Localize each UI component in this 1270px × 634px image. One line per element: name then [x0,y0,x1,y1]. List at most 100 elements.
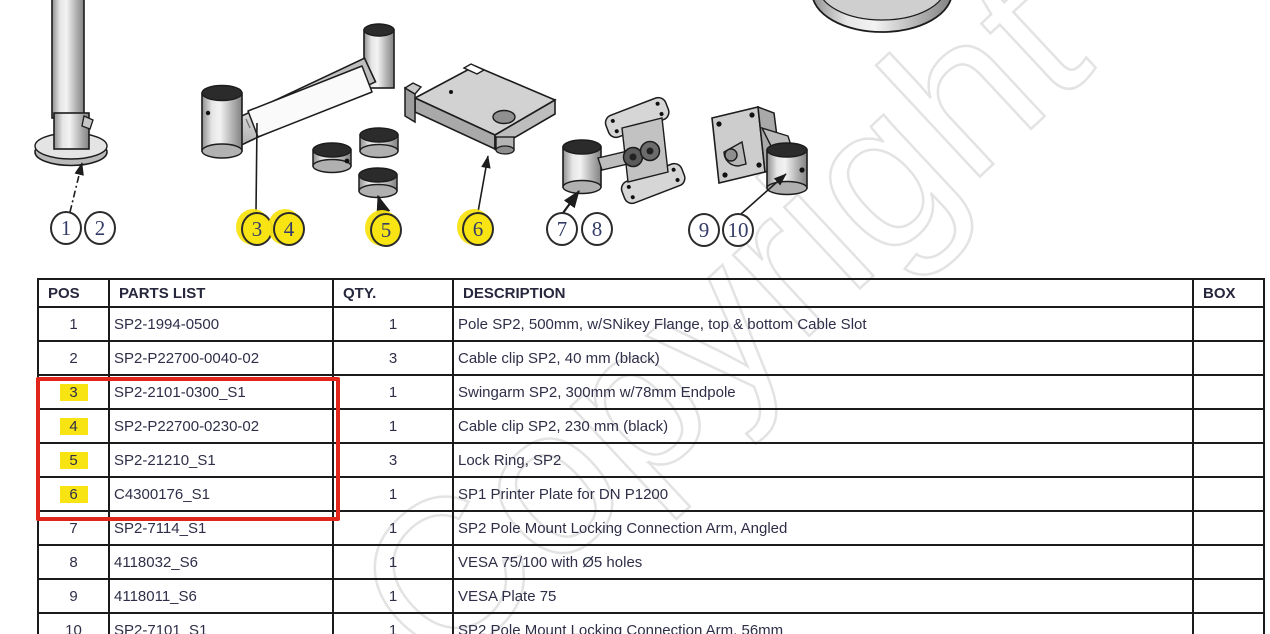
callout-8-number: 8 [591,216,603,241]
pos-cell: 6 [37,476,110,512]
callout-7: 7 [546,212,578,246]
qty-cell: 3 [332,442,454,478]
vesa-clamp-illustration [562,96,686,205]
callout-10: 10 [722,213,754,247]
pos-cell: 4 [37,408,110,444]
box-cell [1192,578,1265,614]
swingarm-illustration [201,23,395,159]
disc-illustration [812,0,952,33]
desc-cell: Cable clip SP2, 40 mm (black) [452,340,1194,376]
callout-3: 3 [241,212,273,246]
leader-line-5 [376,194,391,216]
leader-line-1 [69,162,84,213]
part-cell: C4300176_S1 [108,476,334,512]
pos-cell: 5 [37,442,110,478]
desc-cell: Swingarm SP2, 300mm w/78mm Endpole [452,374,1194,410]
desc-cell: Pole SP2, 500mm, w/SNikey Flange, top & … [452,306,1194,342]
part-cell: 4118032_S6 [108,544,334,580]
part-cell: SP2-1994-0500 [108,306,334,342]
part-cell: 4118011_S6 [108,578,334,614]
desc-cell: SP2 Pole Mount Locking Connection Arm, A… [452,510,1194,546]
table-row: 9 4118011_S6 1 VESA Plate 75 [37,578,1265,614]
callout-5: 5 [370,213,402,247]
callout-10-number: 10 [727,217,749,242]
table-row: 7 SP2-7114_S1 1 SP2 Pole Mount Locking C… [37,510,1265,546]
qty-cell: 3 [332,340,454,376]
parts-table: POS PARTS LIST QTY. DESCRIPTION BOX 1 SP… [37,278,1265,634]
header-qty: QTY. [332,278,454,308]
pos-highlight-mark: 4 [59,417,88,435]
pole-illustration [34,0,108,167]
table-row: 8 4118032_S6 1 VESA 75/100 with Ø5 holes [37,544,1265,580]
table-row-highlighted: 3 SP2-2101-0300_S1 1 Swingarm SP2, 300mm… [37,374,1265,410]
table-row-highlighted: 5 SP2-21210_S1 3 Lock Ring, SP2 [37,442,1265,478]
box-cell [1192,544,1265,580]
callout-1-number: 1 [60,215,72,240]
box-cell [1192,340,1265,376]
qty-cell: 1 [332,510,454,546]
printer-plate-illustration [403,63,557,155]
box-cell [1192,476,1265,512]
callout-5-number: 5 [380,217,392,242]
table-row: 1 SP2-1994-0500 1 Pole SP2, 500mm, w/SNi… [37,306,1265,342]
part-cell: SP2-7101_S1 [108,612,334,634]
pos-cell: 10 [37,612,110,634]
desc-cell: VESA 75/100 with Ø5 holes [452,544,1194,580]
pos-highlight-mark: 6 [59,485,88,503]
pos-cell: 9 [37,578,110,614]
box-cell [1192,510,1265,546]
callout-6: 6 [462,212,494,246]
vesa-plate-illustration [711,105,808,196]
pos-cell: 2 [37,340,110,376]
part-cell: SP2-21210_S1 [108,442,334,478]
part-cell: SP2-2101-0300_S1 [108,374,334,410]
callout-9-number: 9 [698,217,710,242]
pos-cell: 1 [37,306,110,342]
header-pos: POS [37,278,110,308]
box-cell [1192,442,1265,478]
pos-highlight-mark: 5 [59,451,88,469]
table-row: 10 SP2-7101_S1 1 SP2 Pole Mount Locking … [37,612,1265,634]
table-header-row: POS PARTS LIST QTY. DESCRIPTION BOX [37,278,1265,308]
table-row-highlighted: 4 SP2-P22700-0230-02 1 Cable clip SP2, 2… [37,408,1265,444]
leader-line-6 [477,155,491,213]
pos-highlight-mark: 3 [59,383,88,401]
table-row-highlighted: 6 C4300176_S1 1 SP1 Printer Plate for DN… [37,476,1265,512]
header-desc: DESCRIPTION [452,278,1194,308]
callout-7-number: 7 [556,216,568,241]
desc-cell: Cable clip SP2, 230 mm (black) [452,408,1194,444]
qty-cell: 1 [332,374,454,410]
qty-cell: 1 [332,306,454,342]
desc-cell: SP1 Printer Plate for DN P1200 [452,476,1194,512]
desc-cell: VESA Plate 75 [452,578,1194,614]
pos-cell: 3 [37,374,110,410]
callout-1: 1 [50,211,82,245]
table-row: 2 SP2-P22700-0040-02 3 Cable clip SP2, 4… [37,340,1265,376]
header-box: BOX [1192,278,1265,308]
qty-cell: 1 [332,544,454,580]
callout-6-number: 6 [472,216,484,241]
pos-cell: 7 [37,510,110,546]
part-cell: SP2-P22700-0230-02 [108,408,334,444]
box-cell [1192,374,1265,410]
leader-line-10 [740,173,787,215]
desc-cell: SP2 Pole Mount Locking Connection Arm, 5… [452,612,1194,634]
callout-4: 4 [273,212,305,246]
box-cell [1192,612,1265,634]
pos-cell: 8 [37,544,110,580]
callout-8: 8 [581,212,613,246]
header-parts: PARTS LIST [108,278,334,308]
part-cell: SP2-7114_S1 [108,510,334,546]
qty-cell: 1 [332,578,454,614]
leader-line-3 [255,122,258,213]
callout-4-number: 4 [283,216,295,241]
box-cell [1192,306,1265,342]
qty-cell: 1 [332,612,454,634]
qty-cell: 1 [332,476,454,512]
callout-2-number: 2 [94,215,106,240]
box-cell [1192,408,1265,444]
callout-3-number: 3 [251,216,263,241]
part-cell: SP2-P22700-0040-02 [108,340,334,376]
callout-2: 2 [84,211,116,245]
